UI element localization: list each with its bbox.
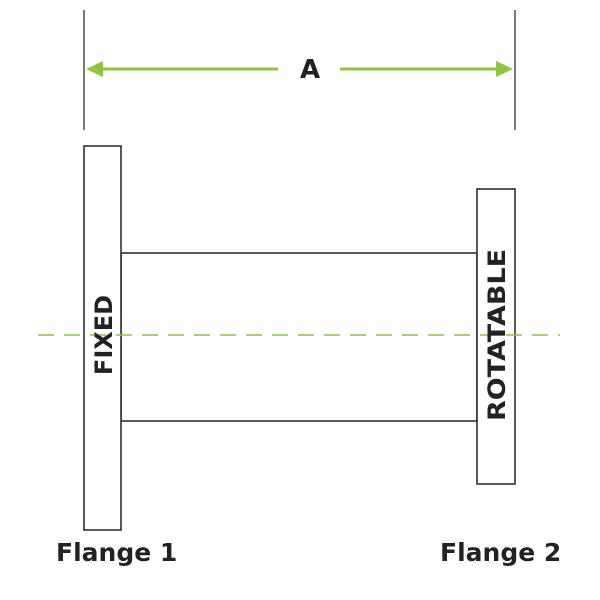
flange-1-caption: Flange 1 [56, 538, 178, 567]
dimension-arrow-left [86, 61, 278, 77]
dimension-label: A [300, 55, 320, 85]
rotatable-label: ROTATABLE [483, 249, 511, 421]
spool-body [120, 252, 478, 422]
dimension-arrow-right [340, 61, 513, 77]
flange-2-caption: Flange 2 [440, 538, 562, 567]
fixed-label: FIXED [90, 295, 118, 375]
flange-1-fixed [83, 145, 122, 531]
flange-2-rotatable [476, 188, 516, 485]
